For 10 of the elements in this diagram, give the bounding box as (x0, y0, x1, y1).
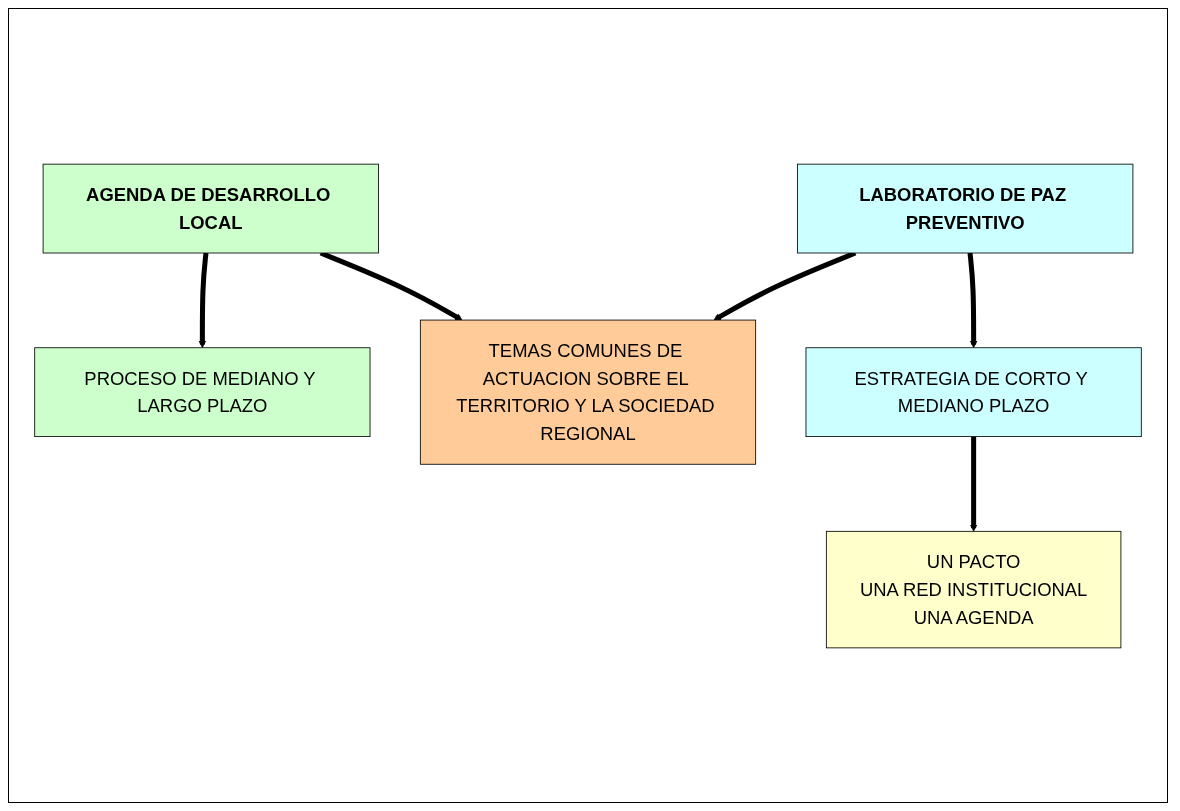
node-box (419, 319, 757, 465)
node-box (797, 163, 1134, 253)
arrow (969, 436, 978, 532)
arrow (967, 252, 978, 348)
arrow (198, 252, 209, 348)
node-box (34, 346, 371, 437)
flowchart: AGENDA DE DESARROLLO LOCAL LABORATORIO DE PAZ PREVENTIVO TEMAS COMUNES DE ACTUACION SOBRE EL TERRITORIO Y LA SOCIEDAD REGIONAL PROCESO DE MEDIANO Y LARGO PLAZO ESTRATEGIA DE CORTO Y MEDIANO PLAZO UN PACTO UNA RED INSTITUCIONAL UNA AGENDA (28, 25, 1148, 786)
node-box (805, 346, 1142, 437)
node-box (42, 163, 379, 253)
node-box (825, 530, 1122, 648)
